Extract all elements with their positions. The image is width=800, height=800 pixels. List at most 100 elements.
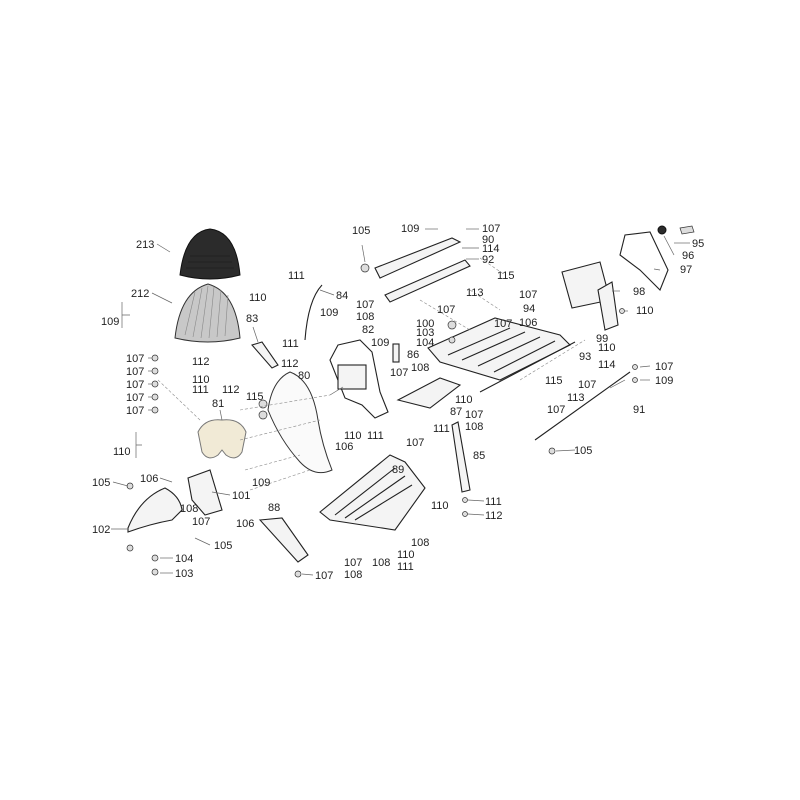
callout-110: 110 bbox=[249, 292, 267, 304]
callout-86: 86 bbox=[407, 349, 419, 361]
callout-109: 109 bbox=[252, 477, 270, 489]
part-98-side-piece bbox=[597, 281, 619, 331]
callout-106: 106 bbox=[236, 518, 254, 530]
callout-105: 105 bbox=[214, 540, 232, 552]
callout-81: 81 bbox=[212, 398, 224, 410]
callout-115: 115 bbox=[545, 375, 563, 387]
part-82-box bbox=[337, 364, 367, 390]
callout-107: 107 bbox=[356, 299, 374, 311]
callout-96: 96 bbox=[682, 250, 694, 262]
part-93-long-bar bbox=[479, 341, 576, 393]
callout-92: 92 bbox=[482, 254, 494, 266]
part-85-vertical-strip bbox=[451, 421, 471, 493]
part-101-fender-bracket bbox=[187, 469, 223, 516]
callout-115: 115 bbox=[246, 391, 264, 403]
callout-100: 100 bbox=[416, 318, 434, 330]
part-83-bracket bbox=[251, 341, 279, 369]
callout-115: 115 bbox=[497, 270, 515, 282]
callout-109: 109 bbox=[371, 337, 389, 349]
part-86-pin bbox=[392, 343, 400, 363]
callout-107: 107 bbox=[192, 516, 210, 528]
callout-104: 104 bbox=[416, 337, 434, 349]
callout-110: 110 bbox=[192, 374, 210, 386]
callout-106: 106 bbox=[519, 317, 537, 329]
part-89-floor-frame bbox=[319, 454, 426, 531]
callout-111: 111 bbox=[192, 384, 209, 396]
callout-95: 95 bbox=[692, 238, 704, 250]
callout-106: 106 bbox=[335, 441, 353, 453]
callout-112: 112 bbox=[281, 358, 299, 370]
callout-91: 91 bbox=[633, 404, 645, 416]
callout-105: 105 bbox=[92, 477, 110, 489]
callout-112: 112 bbox=[485, 510, 503, 522]
callout-107: 107 bbox=[126, 353, 144, 365]
callout-109: 109 bbox=[101, 316, 119, 328]
callout-83: 83 bbox=[246, 313, 258, 325]
callouts: 213 212 109 107 107 107 107 107 110 81 1… bbox=[92, 223, 704, 582]
callout-101: 101 bbox=[232, 490, 250, 502]
callout-107: 107 bbox=[547, 404, 565, 416]
part-102-front-fender bbox=[127, 487, 183, 533]
leader-lines bbox=[111, 228, 690, 576]
part-212-visor-stripes bbox=[184, 285, 229, 339]
part-87-lower-panel bbox=[396, 377, 462, 409]
callout-113: 113 bbox=[567, 392, 585, 404]
callout-107: 107 bbox=[494, 318, 512, 330]
callout-105: 105 bbox=[352, 225, 370, 237]
callout-112: 112 bbox=[222, 384, 240, 396]
callout-106: 106 bbox=[140, 473, 158, 485]
part-213-ribs bbox=[186, 255, 234, 269]
callout-99: 99 bbox=[596, 333, 608, 345]
callout-110: 110 bbox=[598, 342, 616, 354]
callout-103: 103 bbox=[416, 327, 434, 339]
callout-111: 111 bbox=[433, 423, 450, 435]
part-91-long-bar bbox=[534, 371, 631, 441]
callout-213: 213 bbox=[136, 239, 154, 251]
part-95-bolt bbox=[679, 225, 695, 235]
callout-112: 112 bbox=[192, 356, 210, 368]
callout-88: 88 bbox=[268, 502, 280, 514]
part-84-frame-bar bbox=[304, 284, 323, 341]
callout-87: 87 bbox=[450, 406, 462, 418]
callout-84: 84 bbox=[336, 290, 348, 302]
part-94-board-ribs bbox=[447, 327, 556, 373]
callout-107: 107 bbox=[126, 392, 144, 404]
callout-111: 111 bbox=[367, 430, 384, 442]
callout-111: 111 bbox=[282, 338, 299, 350]
callout-110: 110 bbox=[431, 500, 449, 512]
part-80-front-panel bbox=[267, 371, 333, 474]
callout-107: 107 bbox=[578, 379, 596, 391]
part-97-rear-carrier bbox=[619, 231, 669, 291]
callout-107: 107 bbox=[344, 557, 362, 569]
callout-107: 107 bbox=[519, 289, 537, 301]
callout-107: 107 bbox=[655, 361, 673, 373]
callout-105: 105 bbox=[574, 445, 592, 457]
callout-82: 82 bbox=[362, 324, 374, 336]
callout-107: 107 bbox=[126, 379, 144, 391]
callout-108: 108 bbox=[180, 503, 198, 515]
callout-111: 111 bbox=[397, 561, 414, 573]
callout-104: 104 bbox=[175, 553, 193, 565]
callout-98: 98 bbox=[633, 286, 645, 298]
callout-94: 94 bbox=[523, 303, 535, 315]
callout-212: 212 bbox=[131, 288, 149, 300]
callout-80: 80 bbox=[298, 370, 310, 382]
callout-93: 93 bbox=[579, 351, 591, 363]
callout-90: 90 bbox=[482, 234, 494, 246]
callout-107: 107 bbox=[465, 409, 483, 421]
callout-107: 107 bbox=[482, 223, 500, 235]
callout-108: 108 bbox=[411, 537, 429, 549]
callout-89: 89 bbox=[392, 464, 404, 476]
callout-108: 108 bbox=[356, 311, 374, 323]
callout-103: 103 bbox=[175, 568, 193, 580]
callout-111: 111 bbox=[485, 496, 502, 508]
callout-110: 110 bbox=[344, 430, 362, 442]
part-90-side-strip bbox=[374, 237, 462, 279]
callout-107: 107 bbox=[126, 405, 144, 417]
callout-107: 107 bbox=[126, 366, 144, 378]
fasteners bbox=[126, 263, 638, 578]
callout-109: 109 bbox=[320, 307, 338, 319]
part-96-cap bbox=[657, 225, 667, 235]
callout-107: 107 bbox=[406, 437, 424, 449]
